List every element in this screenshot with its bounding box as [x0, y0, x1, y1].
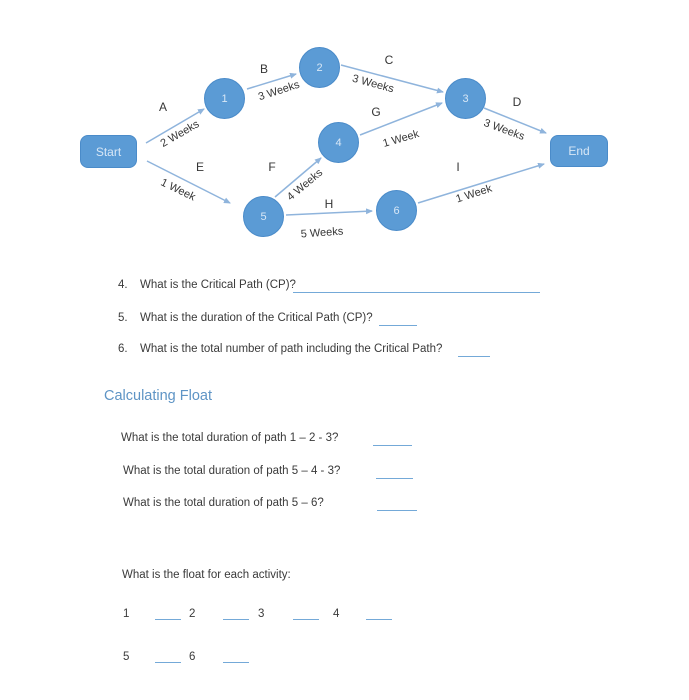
question-5-number: 5. — [118, 312, 128, 324]
activity-a-label: A — [158, 100, 168, 114]
path-duration-question-3: What is the total duration of path 5 – 6… — [123, 497, 324, 509]
edge-f-arrow — [274, 157, 322, 198]
float-activity-4-answer-line — [366, 619, 392, 620]
edge-i-arrow — [417, 162, 545, 204]
path-duration-question-1: What is the total duration of path 1 – 2… — [121, 432, 339, 444]
path-duration-answer-line-2 — [376, 478, 413, 479]
activity-e-label: E — [195, 160, 205, 174]
activity-c-label: C — [384, 53, 394, 67]
activity-g-label: G — [371, 105, 381, 119]
node-6: 6 — [376, 190, 417, 231]
path-duration-answer-line-3 — [377, 510, 417, 511]
activity-d-label: D — [512, 95, 522, 109]
node-4: 4 — [318, 122, 359, 163]
float-activity-3-label: 3 — [258, 608, 265, 620]
float-activity-5-label: 5 — [123, 651, 130, 663]
question-4-number: 4. — [118, 279, 128, 291]
activity-f-label: F — [268, 160, 276, 174]
network-diagram-arrows — [145, 64, 547, 216]
question-6-number: 6. — [118, 343, 128, 355]
float-activity-4-label: 4 — [333, 608, 340, 620]
node-2: 2 — [299, 47, 340, 88]
question-6-text: What is the total number of path includi… — [140, 343, 443, 355]
node-end: End — [550, 135, 608, 167]
activity-i-label: I — [456, 160, 460, 174]
edge-a-arrow — [145, 108, 205, 144]
question-5-text: What is the duration of the Critical Pat… — [140, 312, 373, 324]
question-6-answer-line — [458, 356, 490, 357]
calculating-float-heading: Calculating Float — [104, 388, 212, 404]
edge-h-arrow — [285, 208, 373, 216]
edge-e-arrow — [146, 160, 231, 204]
node-1: 1 — [204, 78, 245, 119]
path-duration-answer-line-1 — [373, 445, 412, 446]
node-3: 3 — [445, 78, 486, 119]
edge-d-arrow — [483, 107, 547, 134]
path-duration-question-2: What is the total duration of path 5 – 4… — [123, 465, 341, 477]
float-activity-2-label: 2 — [189, 608, 196, 620]
question-4-answer-line — [293, 292, 540, 293]
network-diagram: Start 1 2 3 4 5 6 End A B C D E F G H I … — [0, 0, 689, 270]
activity-h-label: H — [324, 197, 334, 211]
question-5-answer-line — [379, 325, 417, 326]
edge-c-arrow — [340, 64, 444, 94]
question-4-text: What is the Critical Path (CP)? — [140, 279, 296, 291]
float-activity-3-answer-line — [293, 619, 319, 620]
activity-b-label: B — [259, 62, 269, 76]
node-start: Start — [80, 135, 137, 168]
float-activity-2-answer-line — [223, 619, 249, 620]
float-activity-1-answer-line — [155, 619, 181, 620]
edge-b-arrow — [246, 72, 297, 90]
float-activity-6-answer-line — [223, 662, 249, 663]
edge-g-arrow — [359, 102, 443, 136]
float-activity-6-label: 6 — [189, 651, 196, 663]
node-5: 5 — [243, 196, 284, 237]
float-per-activity-prompt: What is the float for each activity: — [122, 569, 291, 581]
float-activity-1-label: 1 — [123, 608, 130, 620]
float-activity-5-answer-line — [155, 662, 181, 663]
